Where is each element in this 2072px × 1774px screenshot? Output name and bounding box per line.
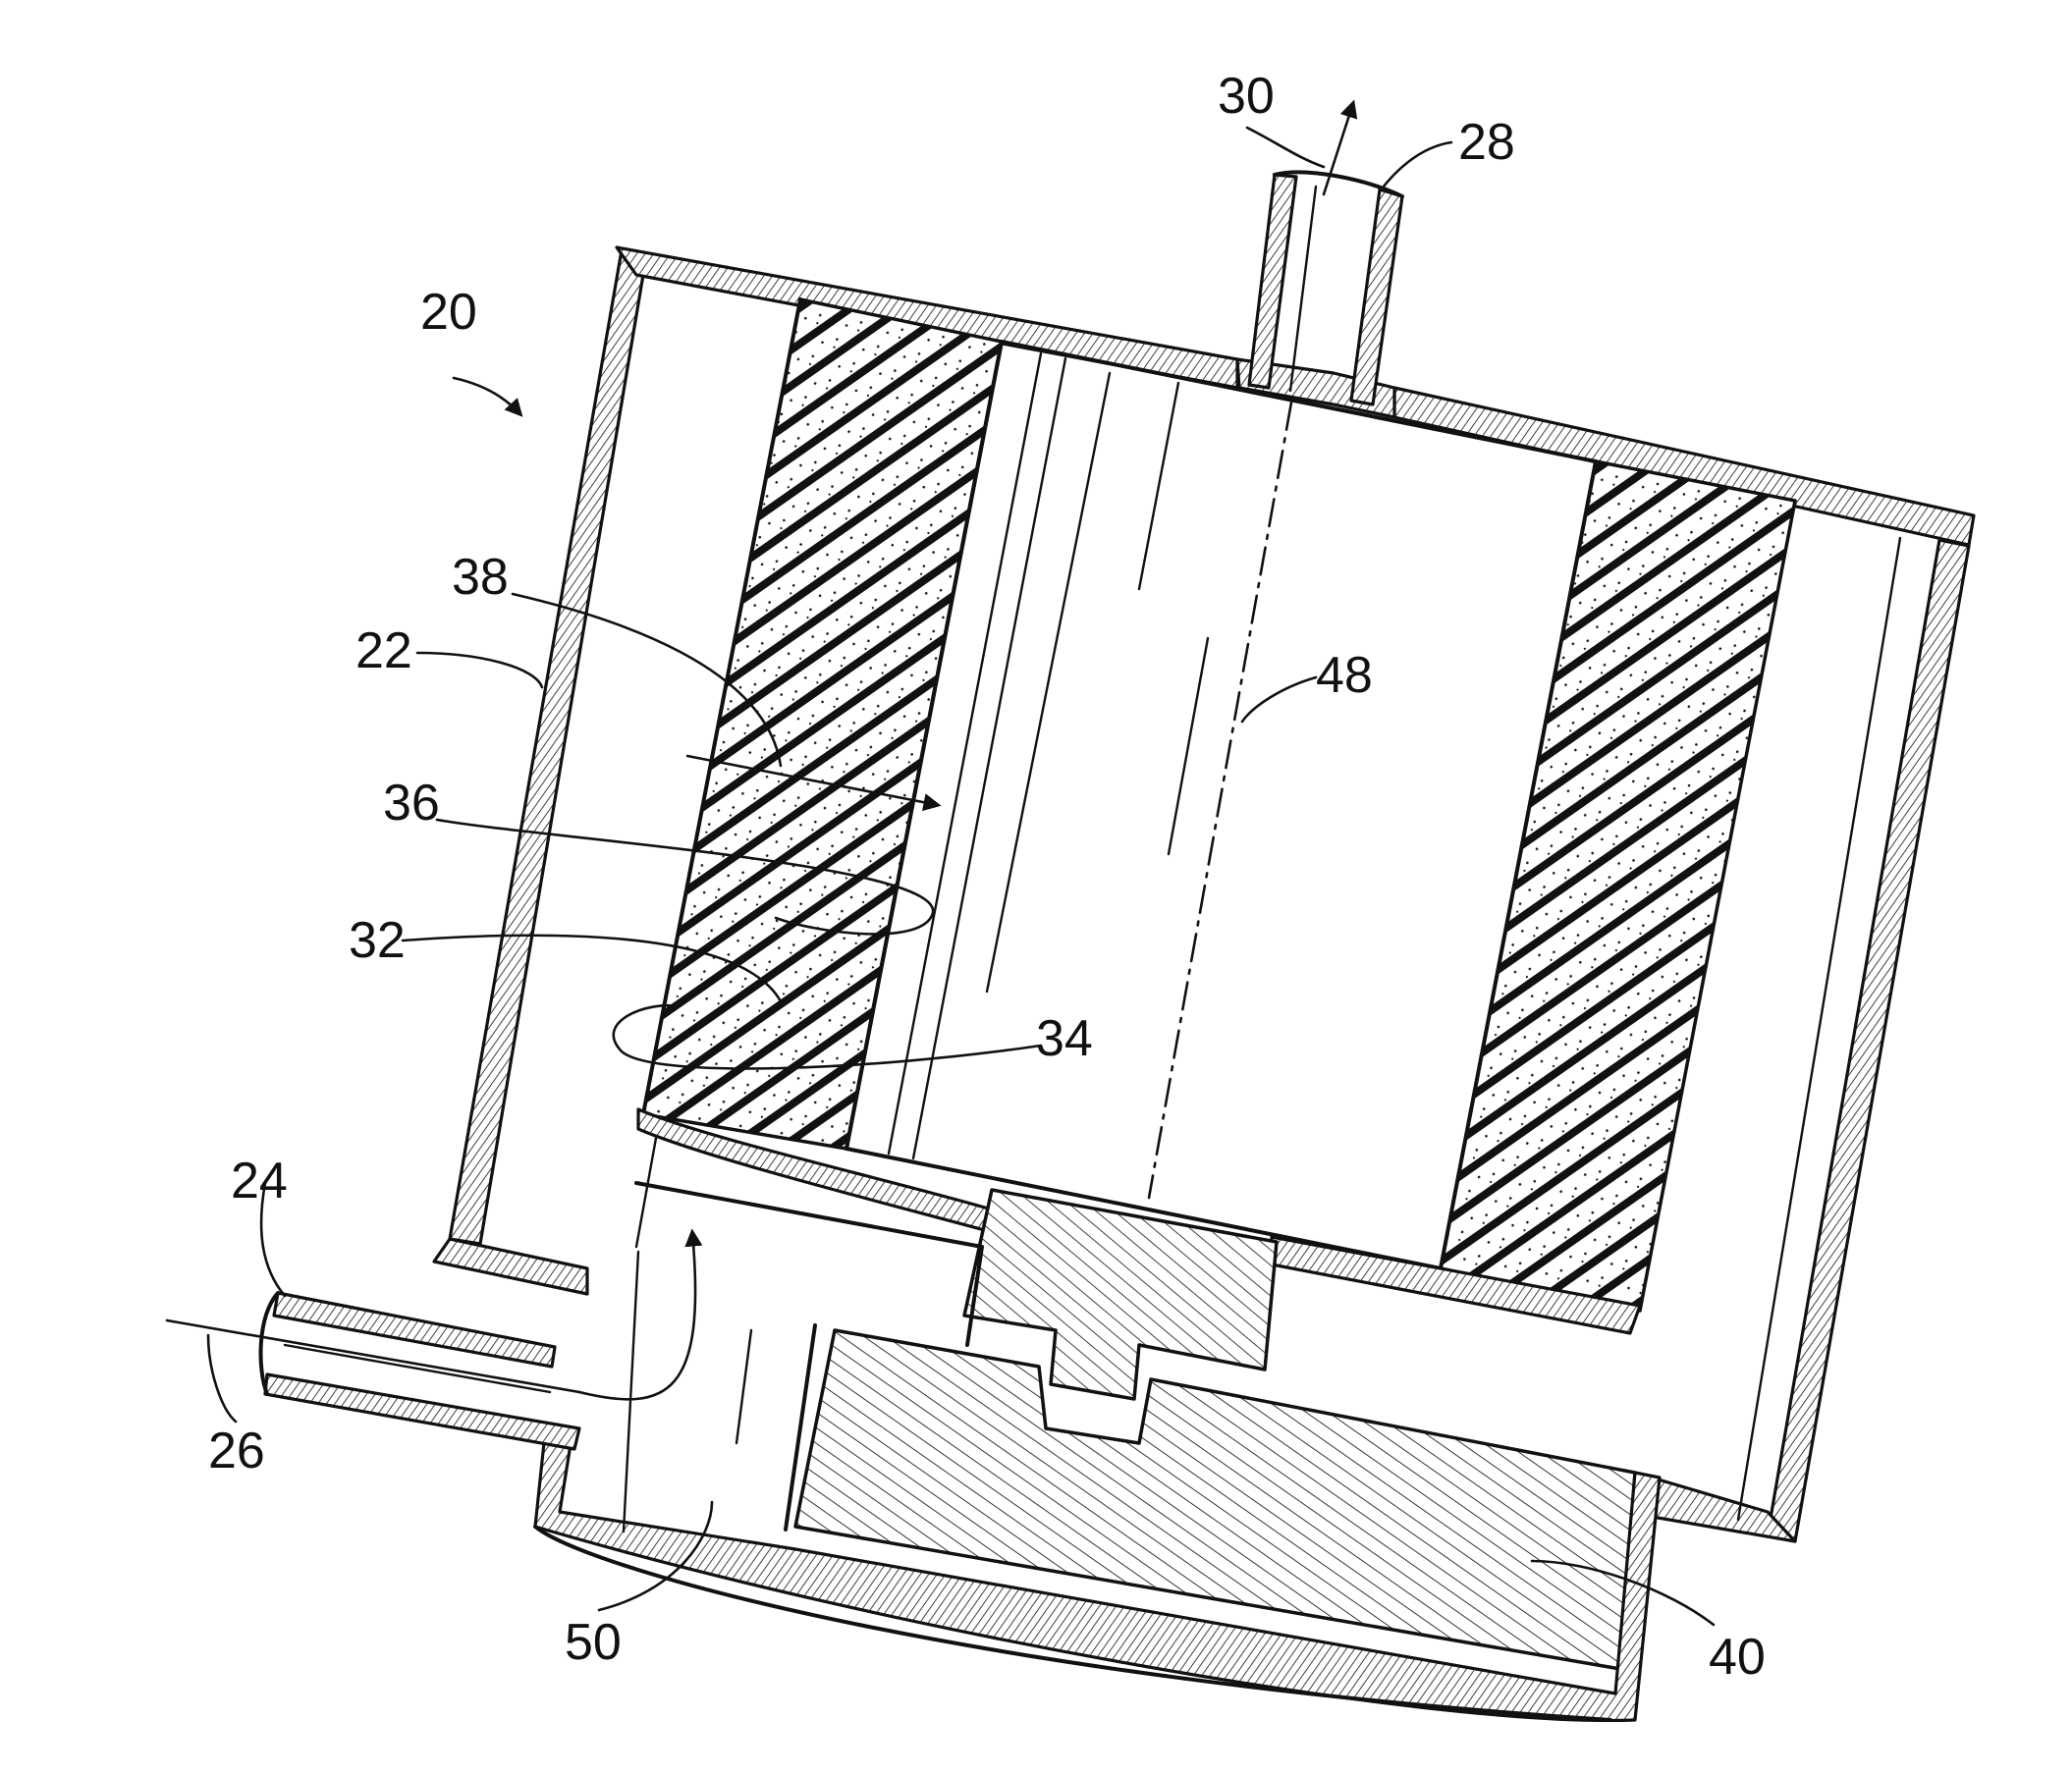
leader-30 — [1247, 128, 1324, 167]
label-24: 24 — [231, 1153, 288, 1210]
outlet-port-highlight — [1290, 187, 1316, 391]
label-48: 48 — [1316, 647, 1373, 704]
label-32: 32 — [349, 912, 406, 969]
label-34: 34 — [1036, 1010, 1093, 1067]
label-22: 22 — [355, 622, 412, 679]
filter-media-left — [643, 299, 1002, 1149]
leader-26 — [208, 1335, 236, 1422]
filter-media — [643, 299, 1002, 1149]
inlet-chamber-line — [736, 1330, 751, 1443]
outlet-port — [1249, 172, 1402, 404]
inlet-port — [261, 1293, 579, 1449]
inlet-port-bottom-wall — [265, 1374, 579, 1449]
core-shade-line — [1169, 638, 1208, 854]
filter-media-right — [1441, 461, 1795, 1311]
label-20: 20 — [420, 284, 477, 341]
housing-left-step — [434, 1239, 587, 1294]
leader-22 — [417, 653, 542, 687]
filter-media-right-section — [1441, 461, 1795, 1311]
outlet-port-right-wall — [1351, 189, 1402, 404]
leader-28 — [1380, 142, 1451, 191]
core-shade-line — [1139, 383, 1178, 589]
central-axis-line — [1149, 403, 1291, 1198]
housing-right-wall — [1768, 540, 1969, 1541]
label-30: 30 — [1218, 68, 1275, 125]
label-50: 50 — [565, 1614, 622, 1671]
label-38: 38 — [452, 549, 509, 606]
label-40: 40 — [1709, 1629, 1766, 1686]
label-26: 26 — [208, 1423, 265, 1479]
inlet-port-top-wall — [274, 1293, 555, 1367]
housing-left-wall — [450, 250, 646, 1244]
outlet-flow-arrow — [1324, 103, 1353, 194]
label-28: 28 — [1458, 114, 1515, 171]
core-shade-line — [987, 373, 1110, 992]
label-36: 36 — [383, 775, 440, 832]
leader-20 — [454, 378, 520, 414]
leader-48 — [1242, 677, 1316, 722]
inlet-chamber-line — [624, 1252, 638, 1532]
outlet-port-left-wall — [1249, 175, 1296, 388]
